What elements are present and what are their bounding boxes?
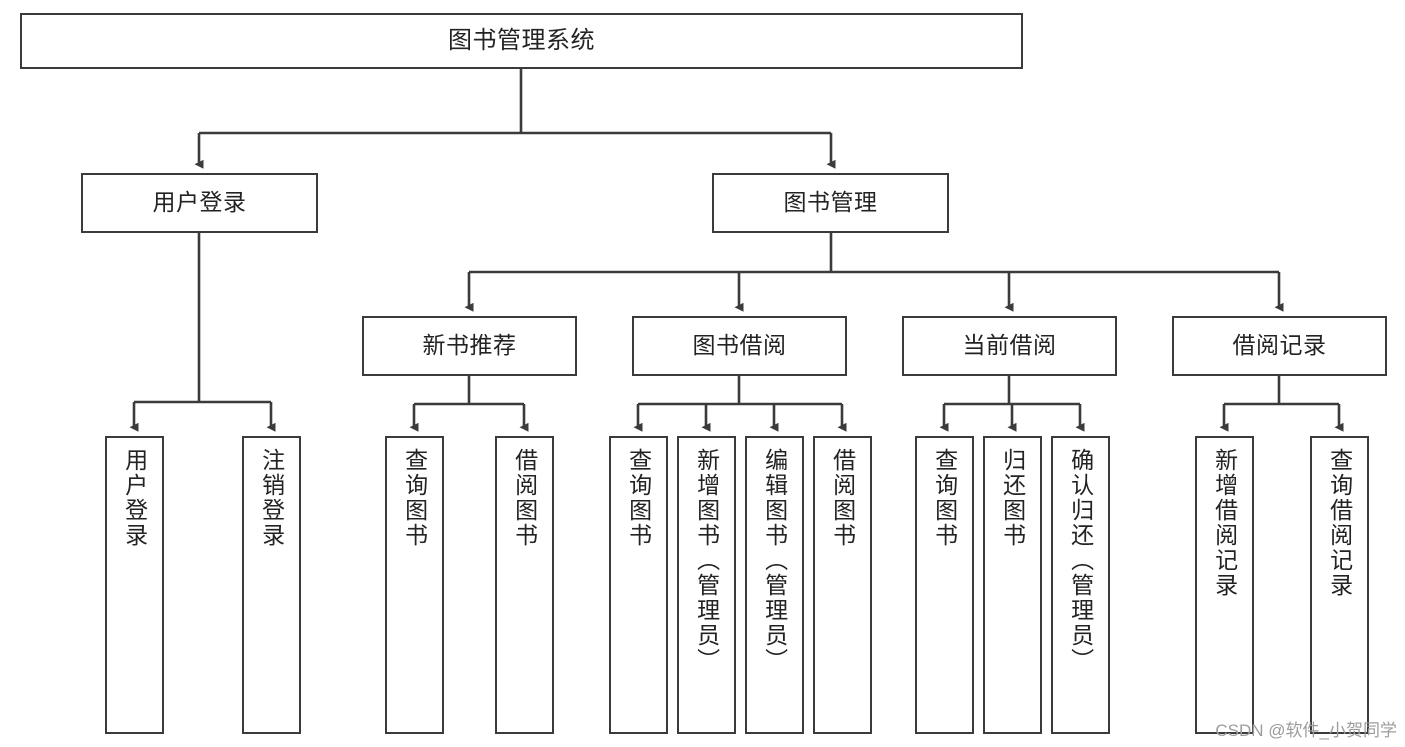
leaf-query-book-recommend[interactable]: 查询图书 <box>385 436 444 734</box>
node-label: 新增图书（管理员） <box>693 448 720 673</box>
node-label: 新增借阅记录 <box>1211 448 1238 598</box>
node-label: 归还图书 <box>999 448 1026 548</box>
leaf-add-book-admin[interactable]: 新增图书（管理员） <box>677 436 736 734</box>
node-current-borrow[interactable]: 当前借阅 <box>902 316 1117 376</box>
node-label: 借阅记录 <box>1232 332 1327 359</box>
node-label: 图书借阅 <box>692 332 787 359</box>
node-label: 借阅图书 <box>829 448 856 548</box>
node-user-login[interactable]: 用户登录 <box>81 173 318 233</box>
node-label: 当前借阅 <box>962 332 1057 359</box>
node-label: 查询图书 <box>401 448 428 548</box>
node-label: 图书管理系统 <box>448 26 595 54</box>
leaf-confirm-return-admin[interactable]: 确认归还（管理员） <box>1051 436 1110 734</box>
leaf-edit-book-admin[interactable]: 编辑图书（管理员） <box>745 436 804 734</box>
leaf-query-book-borrow[interactable]: 查询图书 <box>609 436 668 734</box>
node-book-borrow[interactable]: 图书借阅 <box>632 316 847 376</box>
csdn-watermark: CSDN @软件_小贺同学 <box>1215 721 1397 740</box>
node-root-system[interactable]: 图书管理系统 <box>20 13 1023 69</box>
node-label: 借阅图书 <box>511 448 538 548</box>
node-label: 用户登录 <box>121 448 148 548</box>
node-borrow-record[interactable]: 借阅记录 <box>1172 316 1387 376</box>
node-label: 新书推荐 <box>422 332 517 359</box>
node-label: 注销登录 <box>258 448 285 548</box>
node-new-book-recommend[interactable]: 新书推荐 <box>362 316 577 376</box>
leaf-query-borrow-record[interactable]: 查询借阅记录 <box>1310 436 1369 734</box>
leaf-borrow-book-recommend[interactable]: 借阅图书 <box>495 436 554 734</box>
node-label: 图书管理 <box>783 189 878 216</box>
leaf-query-book-current[interactable]: 查询图书 <box>915 436 974 734</box>
leaf-logout[interactable]: 注销登录 <box>242 436 301 734</box>
node-label: 查询图书 <box>931 448 958 548</box>
leaf-return-book[interactable]: 归还图书 <box>983 436 1042 734</box>
node-label: 查询借阅记录 <box>1326 448 1353 598</box>
node-label: 用户登录 <box>152 189 247 216</box>
leaf-borrow-book[interactable]: 借阅图书 <box>813 436 872 734</box>
node-label: 确认归还（管理员） <box>1067 448 1094 673</box>
node-label: 查询图书 <box>625 448 652 548</box>
node-book-management[interactable]: 图书管理 <box>712 173 949 233</box>
leaf-add-borrow-record[interactable]: 新增借阅记录 <box>1195 436 1254 734</box>
node-label: 编辑图书（管理员） <box>761 448 788 673</box>
leaf-user-login[interactable]: 用户登录 <box>105 436 164 734</box>
